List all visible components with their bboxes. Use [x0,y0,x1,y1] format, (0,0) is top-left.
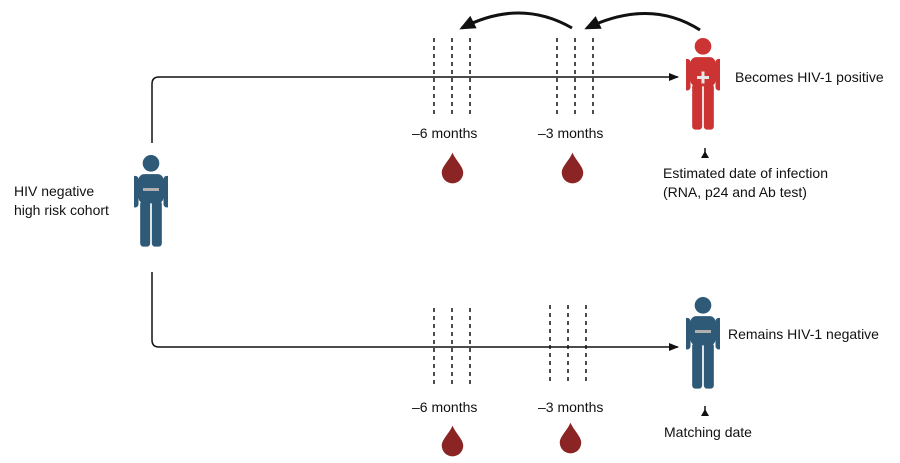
cohort-label-line1: HIV negative [14,183,95,199]
positive-branch-arrow [151,73,679,143]
blood-drop-icon [441,425,464,457]
positive-sample-6m-label: –6 months [412,125,478,141]
negative-branch-arrow [151,272,679,351]
matching-date-label: Matching date [664,424,752,440]
positive-sample-3m-label: –3 months [538,125,604,141]
blood-drop-icon [561,152,584,184]
person-negative-icon [686,297,720,389]
up-pointer-icon [701,148,709,158]
infection-date-label-line2: (RNA, p24 and Ab test) [663,184,807,200]
negative-sample-3m-label: –3 months [538,399,604,415]
person-positive-icon [686,38,720,130]
person-negative-icon [134,155,168,247]
sampling-marks-negative-3m [549,305,587,385]
blood-drop-icon [559,422,582,454]
positive-outcome-label: Becomes HIV-1 positive [735,69,884,85]
curved-arrow-icon [584,12,701,32]
sampling-marks-negative-6m [433,308,471,388]
negative-outcome-label: Remains HIV-1 negative [728,326,879,342]
infection-date-label-line1: Estimated date of infection [663,165,828,181]
curved-arrow-icon [459,11,573,30]
sampling-marks-positive-3m [556,38,594,118]
blood-drop-icon [441,152,464,184]
cohort-label-line2: high risk cohort [14,202,109,218]
sampling-marks-positive-6m [433,38,471,118]
negative-sample-6m-label: –6 months [412,399,478,415]
up-pointer-icon [701,406,709,416]
